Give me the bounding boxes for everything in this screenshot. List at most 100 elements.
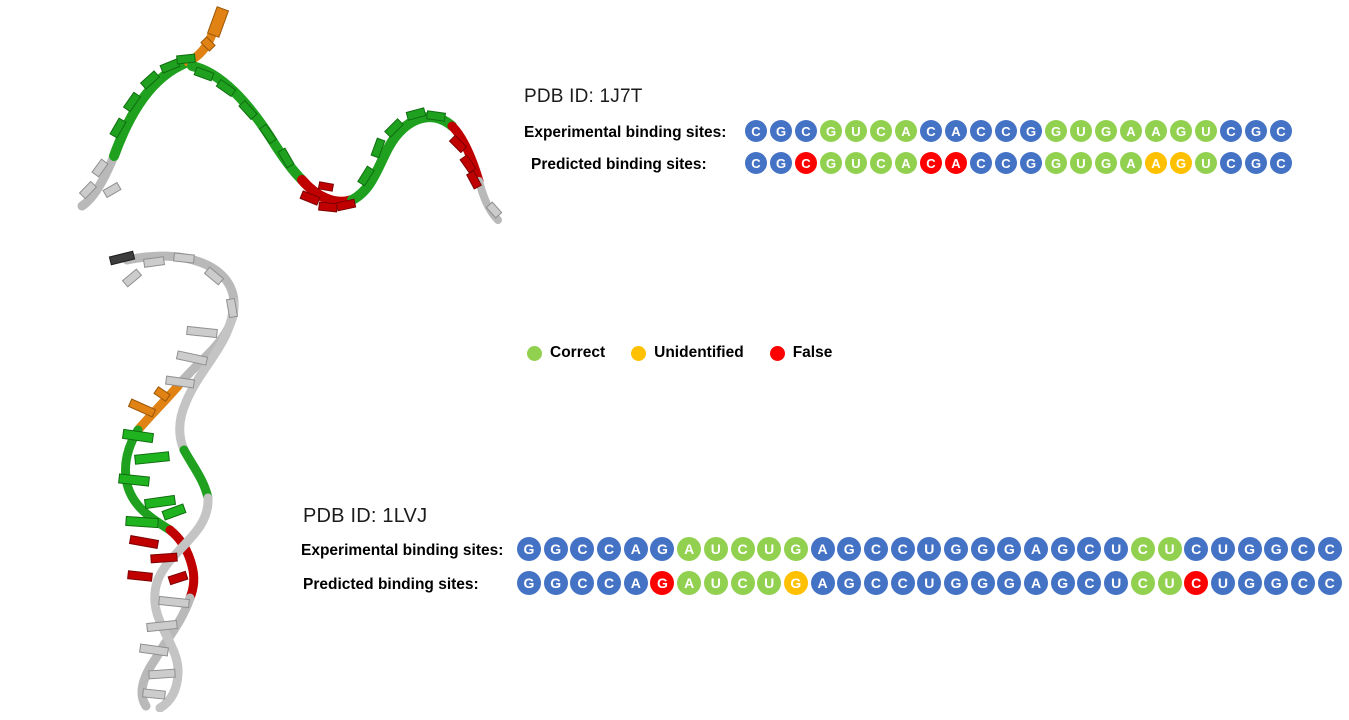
nucleotide-circle: C xyxy=(970,152,992,174)
nucleotide-circle: U xyxy=(1157,571,1182,595)
nucleotide-circle: C xyxy=(863,571,888,595)
rna-ribbon-render-1lvj xyxy=(108,250,239,713)
nucleotide-circle: C xyxy=(1290,537,1315,561)
nucleotide-circle: G xyxy=(1264,537,1289,561)
nucleotide-circle: G xyxy=(783,537,808,561)
nucleotide-circle: U xyxy=(1157,537,1182,561)
nucleotide-circle: G xyxy=(1095,120,1117,142)
nucleotide-circle: C xyxy=(570,571,595,595)
nucleotide-circle: G xyxy=(1170,120,1192,142)
nucleotide-circle: U xyxy=(917,537,942,561)
nucleotide-circle: U xyxy=(1195,120,1217,142)
nucleotide-circle: C xyxy=(995,120,1017,142)
legend-item-false: False xyxy=(769,344,833,362)
nucleotide-circle: C xyxy=(890,537,915,561)
nucleotide-circle: C xyxy=(970,120,992,142)
nucleotide-circle: U xyxy=(1070,152,1092,174)
orange-base-planks xyxy=(127,386,171,418)
nucleotide-circle: G xyxy=(1095,152,1117,174)
nucleotide-circle: A xyxy=(895,120,917,142)
nucleotide-circle: U xyxy=(703,571,728,595)
nucleotide-circle: G xyxy=(1050,571,1075,595)
pdb-id-title-1j7t: PDB ID: 1J7T xyxy=(524,86,643,107)
nucleotide-circle: C xyxy=(745,120,767,142)
false-dot-icon xyxy=(769,345,785,361)
nucleotide-circle: G xyxy=(517,537,541,561)
nucleotide-circle: C xyxy=(1184,537,1209,561)
nucleotide-circle: C xyxy=(1270,120,1292,142)
nucleotide-circle: G xyxy=(650,571,675,595)
rna-3d-structure-1lvj xyxy=(82,246,332,717)
nucleotide-circle: A xyxy=(1120,120,1142,142)
legend-label-false: False xyxy=(792,344,833,361)
legend-label-correct: Correct xyxy=(550,344,606,361)
nucleotide-circle: C xyxy=(1130,571,1155,595)
nucleotide-circle: A xyxy=(1120,152,1142,174)
nucleotide-circle: U xyxy=(1104,571,1129,595)
nucleotide-circle: A xyxy=(623,537,648,561)
nucleotide-circle: G xyxy=(837,537,862,561)
red-base-planks xyxy=(299,134,482,213)
nucleotide-circle: C xyxy=(1077,571,1102,595)
nucleotide-circle: A xyxy=(1024,571,1049,595)
nucleotide-circle: C xyxy=(1077,537,1102,561)
nucleotide-circle: G xyxy=(543,537,568,561)
nucleotide-circle: C xyxy=(745,152,767,174)
nucleotide-circle: C xyxy=(920,152,942,174)
nucleotide-circle: G xyxy=(783,571,808,595)
nucleotide-circle: A xyxy=(945,120,967,142)
nucleotide-circle: G xyxy=(1237,571,1262,595)
nucleotide-circle: U xyxy=(917,571,942,595)
nucleotide-circle: G xyxy=(650,537,675,561)
nucleotide-circle: G xyxy=(517,571,541,595)
nucleotide-circle: G xyxy=(1237,537,1262,561)
nucleotide-circle: G xyxy=(970,537,995,561)
rna-3d-structure-1j7t xyxy=(70,6,522,251)
nucleotide-circle: U xyxy=(1104,537,1129,561)
nucleotide-circle: A xyxy=(677,571,702,595)
nucleotide-circle: U xyxy=(1210,537,1235,561)
nucleotide-circle: C xyxy=(597,537,622,561)
green-base-planks xyxy=(109,53,447,187)
experimental-binding-sites-label-1j7t: Experimental binding sites: xyxy=(524,124,727,141)
nucleotide-circle: G xyxy=(770,152,792,174)
nucleotide-circle: C xyxy=(920,120,942,142)
green-base-planks xyxy=(118,428,187,529)
nucleotide-circle: C xyxy=(1184,571,1209,595)
orange-base-planks xyxy=(200,6,230,52)
nucleotide-circle: C xyxy=(730,571,755,595)
nucleotide-circle: C xyxy=(863,537,888,561)
nucleotide-circle: C xyxy=(870,152,892,174)
nucleotide-circle: A xyxy=(623,571,648,595)
nucleotide-circle: C xyxy=(795,152,817,174)
nucleotide-circle: U xyxy=(757,571,782,595)
backbone-ribbon xyxy=(77,27,502,224)
dark-base-plank xyxy=(108,250,136,266)
nucleotide-circle: G xyxy=(820,152,842,174)
nucleotide-circle: A xyxy=(810,571,835,595)
nucleotide-circle: A xyxy=(895,152,917,174)
legend-item-correct: Correct xyxy=(527,344,605,362)
pdb-id-title-1lvj: PDB ID: 1LVJ xyxy=(303,505,428,527)
nucleotide-circle: G xyxy=(1045,120,1067,142)
rna-ribbon-render-1j7t xyxy=(77,6,503,224)
nucleotide-circle: C xyxy=(1290,571,1315,595)
nucleotide-circle: C xyxy=(730,537,755,561)
nucleotide-circle: A xyxy=(1145,120,1167,142)
nucleotide-circle: G xyxy=(1264,571,1289,595)
nucleotide-circle: C xyxy=(995,152,1017,174)
nucleotide-circle: C xyxy=(597,571,622,595)
legend-label-unidentified: Unidentified xyxy=(654,344,744,361)
nucleotide-circle: C xyxy=(1317,571,1342,595)
nucleotide-circle: G xyxy=(970,571,995,595)
nucleotide-circle: G xyxy=(770,120,792,142)
nucleotide-circle: U xyxy=(703,537,728,561)
correct-dot-icon xyxy=(527,345,542,361)
nucleotide-circle: C xyxy=(1270,152,1292,174)
nucleotide-circle: C xyxy=(1317,537,1342,561)
nucleotide-circle: G xyxy=(1245,120,1267,142)
